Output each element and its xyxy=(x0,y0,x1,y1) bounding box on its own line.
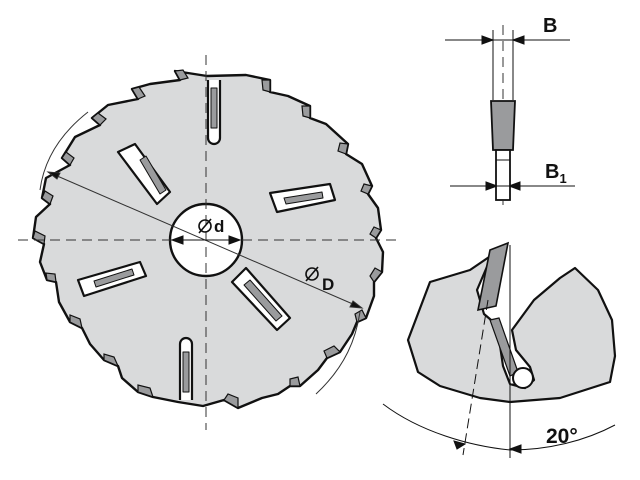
keyhole-slot-lower-right xyxy=(230,266,292,332)
diameter-symbol-icon xyxy=(198,218,212,234)
side-view: B B1 xyxy=(445,15,575,205)
expansion-slots xyxy=(178,80,222,400)
outer-diameter-label: D xyxy=(305,266,334,294)
angle-label: 20° xyxy=(546,425,578,448)
diameter-symbol-icon xyxy=(305,266,319,282)
bore-diameter-label: d xyxy=(198,217,224,236)
blade-side-body xyxy=(495,149,511,201)
keyhole-slot-upper-left xyxy=(116,142,172,206)
keyhole-slot-left xyxy=(76,260,148,298)
angle-dimension xyxy=(382,245,616,458)
tooth-side-profile xyxy=(490,100,516,151)
center-lines xyxy=(18,55,398,430)
width-b1-label: B1 xyxy=(545,161,567,186)
width-b-label: B xyxy=(543,15,557,37)
keyhole-slot-right xyxy=(268,182,337,214)
bore-diameter-dimension xyxy=(170,235,242,245)
width-b1-dimension xyxy=(450,181,575,191)
detail-blade-section xyxy=(406,253,617,404)
keyhole-slots xyxy=(76,142,337,332)
width-b-dimension xyxy=(445,35,570,45)
outer-diameter-text: D xyxy=(322,275,334,294)
saw-blade-main-view: d D xyxy=(18,55,398,430)
detail-tooth-tip xyxy=(476,241,510,312)
tooth-detail-view: 20° xyxy=(382,241,617,458)
tooth-tips xyxy=(32,69,383,410)
bore-diameter-text: d xyxy=(214,217,224,236)
